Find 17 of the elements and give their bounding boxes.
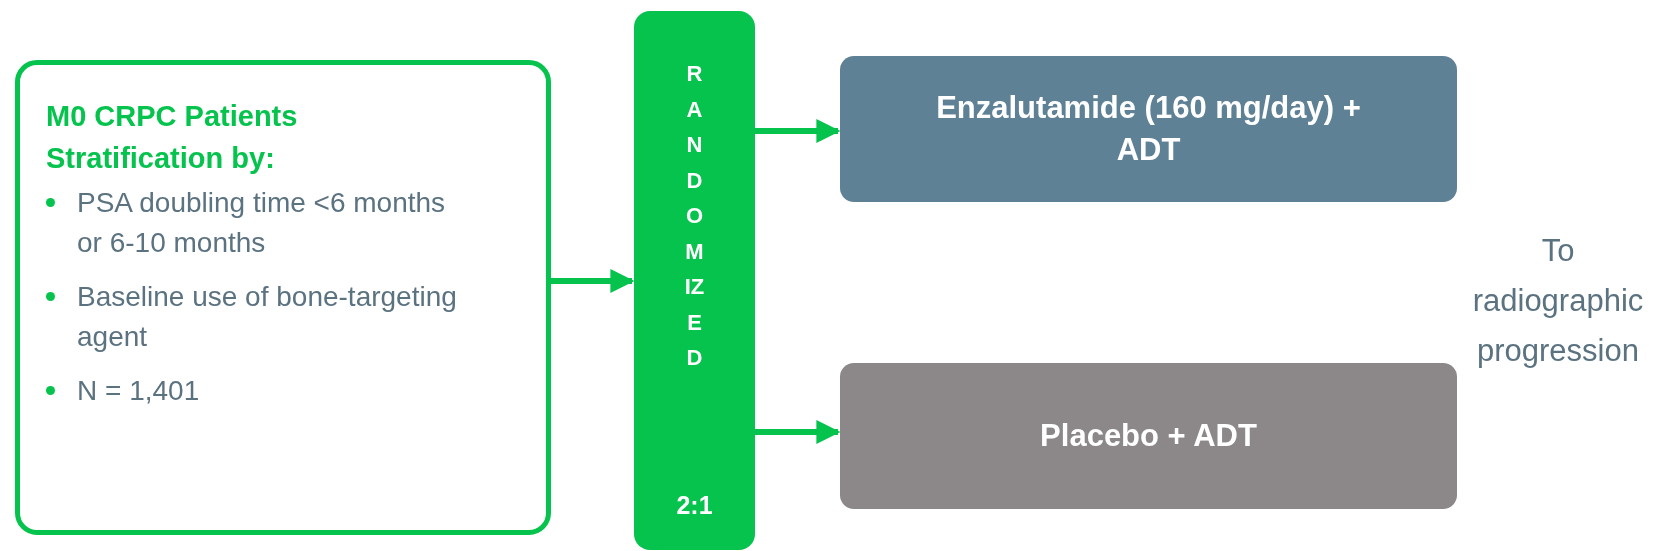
randomization-bar — [634, 11, 755, 550]
heading: M0 CRPC Patients — [46, 99, 299, 134]
treatment-label: Enzalutamide (160 mg/day) + ADT — [935, 89, 1362, 169]
treatment-box — [840, 56, 1457, 202]
patient-box — [15, 60, 551, 535]
treatment-label: Placebo + ADT — [1040, 417, 1257, 455]
arrow — [551, 269, 635, 293]
bullet-text: PSA doubling time <6 months or 6-10 months — [77, 186, 447, 260]
vertical-label: RANDOMIZED — [683, 60, 706, 372]
note-text: To radiographic progression — [1471, 232, 1645, 370]
arrow — [755, 420, 841, 444]
heading: Stratification by: — [46, 141, 276, 176]
treatment-box — [840, 363, 1457, 509]
ratio-label: 2:1 — [676, 489, 713, 521]
bullet-text: N = 1,401 — [77, 374, 201, 408]
bullet-text: Baseline use of bone-targeting agent — [77, 280, 457, 354]
arrow — [755, 119, 841, 143]
